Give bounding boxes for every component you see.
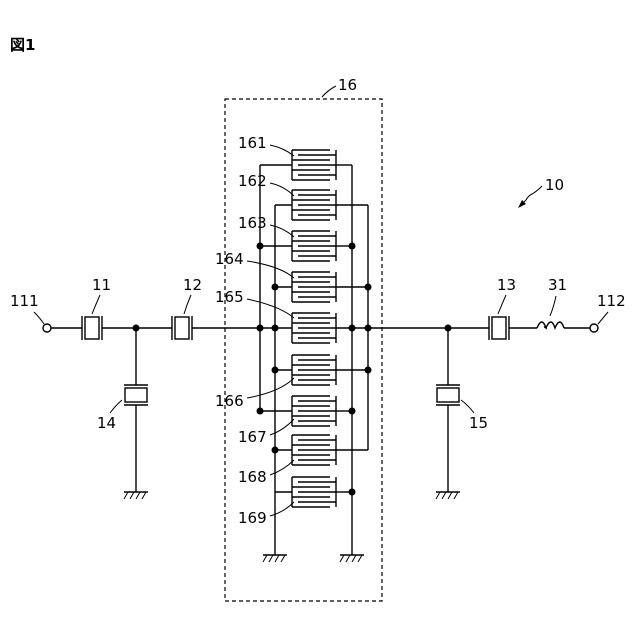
sub-resonator-161-icon — [292, 150, 336, 180]
sub-resonator-group — [292, 150, 336, 507]
sub-resonator-169-icon — [292, 477, 336, 507]
junction-dots — [257, 243, 372, 496]
leader-111 — [34, 312, 44, 324]
sub-167-label: 167 — [238, 428, 267, 446]
leader-16 — [322, 86, 336, 97]
leader-169 — [270, 502, 294, 516]
sub-resonator-165-icon — [292, 313, 336, 343]
sub-resonator-164-icon — [292, 272, 336, 302]
sub-168-label: 168 — [238, 468, 267, 486]
leader-167 — [270, 419, 294, 435]
resonator-14-icon — [124, 385, 148, 405]
resonator-13-icon — [489, 316, 509, 340]
sub-resonator-163-icon — [292, 231, 336, 261]
leader-15 — [461, 400, 474, 413]
inductor-31-icon — [537, 322, 564, 328]
resonator-11-icon — [82, 316, 102, 340]
sub-161-label: 161 — [238, 134, 267, 152]
sub-163-label: 163 — [238, 214, 267, 232]
leader-161 — [270, 145, 294, 156]
resonator-15-icon — [436, 385, 460, 405]
sub-resonator-168-icon — [292, 435, 336, 465]
sub-resonator-166-icon — [292, 355, 336, 385]
leader-14 — [110, 400, 122, 413]
leader-31 — [550, 296, 556, 316]
arrow-icon — [518, 186, 542, 208]
figure-label: 図1 — [10, 36, 35, 54]
resonator-11-label: 11 — [92, 276, 111, 294]
leader-162 — [270, 183, 294, 196]
terminal-112-label: 112 — [597, 292, 626, 310]
terminal-111-label: 111 — [10, 292, 39, 310]
ground-icon-block-left — [263, 555, 287, 562]
sub-169-label: 169 — [238, 509, 267, 527]
sub-166-label: 166 — [215, 392, 244, 410]
leader-112 — [598, 312, 608, 324]
leader-12 — [184, 295, 191, 314]
leader-165 — [247, 299, 294, 318]
terminal-111-icon — [43, 324, 51, 332]
resonator-13-label: 13 — [497, 276, 516, 294]
inductor-31-label: 31 — [548, 276, 567, 294]
sub-164-label: 164 — [215, 250, 244, 268]
resonator-14-label: 14 — [97, 414, 116, 432]
sub-resonator-162-icon — [292, 190, 336, 220]
device-10-label: 10 — [545, 176, 564, 194]
sub-resonator-167-icon — [292, 396, 336, 426]
filter-block-16-label: 16 — [338, 76, 357, 94]
resonator-12-icon — [172, 316, 192, 340]
ground-icon-left — [124, 492, 148, 499]
sub-165-label: 165 — [215, 288, 244, 306]
resonator-15-label: 15 — [469, 414, 488, 432]
leader-166 — [247, 378, 294, 398]
leader-163 — [270, 225, 294, 237]
ground-icon-right — [436, 492, 460, 499]
terminal-112-icon — [590, 324, 598, 332]
leader-164 — [247, 261, 294, 278]
sub-162-label: 162 — [238, 172, 267, 190]
leader-11 — [92, 295, 100, 314]
leader-13 — [498, 295, 506, 314]
resonator-12-label: 12 — [183, 276, 202, 294]
leader-168 — [270, 460, 294, 475]
ground-icon-block-right — [340, 555, 364, 562]
